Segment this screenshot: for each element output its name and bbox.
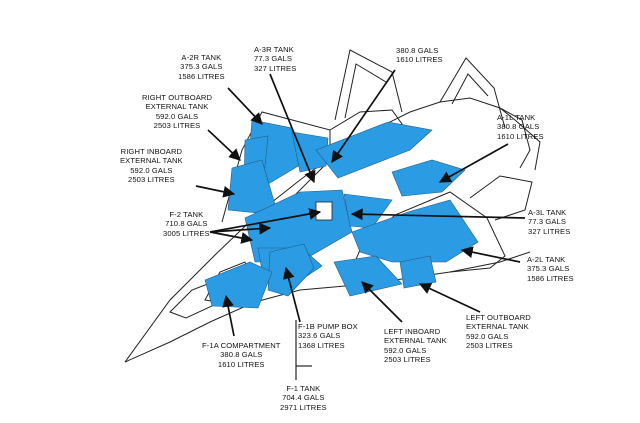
arrow-a2l bbox=[460, 246, 521, 263]
arrow-top bbox=[331, 69, 396, 163]
arrow-a1l bbox=[438, 143, 509, 183]
leader-arrows bbox=[195, 69, 526, 337]
left-outboard-ext-tank-shape bbox=[399, 255, 437, 289]
label-a3l-tank: A-3L TANK 77.3 GALS 327 LITRES bbox=[528, 208, 570, 236]
label-f1a-title: F-1A COMPARTMENT bbox=[202, 341, 281, 350]
f1a-compartment-shape bbox=[204, 261, 273, 309]
label-f1b-litres: 1368 LITRES bbox=[298, 340, 345, 350]
label-f1b-pump-box: F-1B PUMP BOX 323.6 GALS 1368 LITRES bbox=[298, 322, 358, 350]
label-f2-tank: F-2 TANK 710.8 GALS 3005 LITRES bbox=[163, 210, 210, 238]
arrow-f2-c bbox=[209, 231, 254, 244]
label-f1b-gals: 323.6 GALS bbox=[298, 331, 341, 341]
label-lib-subtitle: EXTERNAL TANK bbox=[384, 336, 447, 346]
label-f1a-gals: 380.8 GALS bbox=[220, 350, 263, 360]
label-right-outboard-tank: RIGHT OUTBOARD EXTERNAL TANK 592.0 GALS … bbox=[142, 93, 212, 131]
label-a2r-gals: 375.3 GALS bbox=[180, 62, 223, 72]
right-vertical-tail bbox=[334, 49, 403, 121]
arrow-rob bbox=[207, 129, 241, 161]
arrow-f2-a bbox=[209, 208, 322, 233]
label-f1-title: F-1 TANK bbox=[286, 384, 321, 393]
nozzle-outline bbox=[499, 107, 541, 171]
label-a3r-tank: A-3R TANK 77.3 GALS 327 LITRES bbox=[254, 45, 296, 73]
label-a2r-title: A-2R TANK bbox=[181, 53, 222, 62]
label-lib-title: LEFT INBOARD bbox=[384, 327, 441, 336]
arrow-lib bbox=[361, 281, 403, 323]
arrow-f1b bbox=[282, 266, 301, 323]
upper-tank-shape bbox=[315, 121, 433, 179]
label-f1a-litres: 1610 LITRES bbox=[217, 359, 265, 369]
right-vertical-tail-inner bbox=[344, 63, 387, 119]
label-a2l-gals: 375.3 GALS bbox=[527, 264, 570, 274]
label-a2l-tank: A-2L TANK 375.3 GALS 1586 LITRES bbox=[527, 255, 574, 283]
label-f1a-compartment: F-1A COMPARTMENT 380.8 GALS 1610 LITRES bbox=[202, 341, 281, 369]
fuselage-lower-outline bbox=[124, 251, 531, 363]
a3r-tank-shape bbox=[291, 131, 329, 173]
label-rib-litres: 2503 LITRES bbox=[128, 175, 175, 185]
label-a2l-title: A-2L TANK bbox=[527, 255, 566, 264]
label-a3r-gals: 77.3 GALS bbox=[254, 54, 293, 64]
label-rob-subtitle: EXTERNAL TANK bbox=[145, 102, 209, 112]
label-f2-litres: 3005 LITRES bbox=[163, 228, 210, 238]
arrow-rib bbox=[195, 185, 236, 198]
arrow-f1a bbox=[222, 294, 235, 337]
label-upper-litres: 1610 LITRES bbox=[396, 55, 443, 65]
label-upper-gals: 380.8 GALS bbox=[396, 46, 439, 55]
label-lib-litres: 2503 LITRES bbox=[384, 355, 431, 365]
label-f2-gals: 710.8 GALS bbox=[165, 219, 208, 229]
label-lib-gals: 592.0 GALS bbox=[384, 345, 427, 355]
label-a1l-tank: A-1L TANK 380.8 GALS 1610 LITRES bbox=[497, 113, 544, 141]
label-a2r-litres: 1586 LITRES bbox=[178, 71, 225, 81]
a1l-tank-shape bbox=[391, 159, 466, 197]
arrow-f2-b bbox=[209, 222, 272, 235]
label-rob-litres: 2503 LITRES bbox=[153, 121, 201, 131]
label-lob-gals: 592.0 GALS bbox=[466, 331, 509, 341]
label-rib-title: RIGHT INBOARD bbox=[120, 147, 183, 156]
label-a1l-title: A-1L TANK bbox=[497, 113, 536, 122]
left-stabilizer bbox=[469, 175, 533, 221]
label-a2r-tank: A-2R TANK 375.3 GALS 1586 LITRES bbox=[178, 53, 225, 81]
label-a3l-litres: 327 LITRES bbox=[528, 226, 571, 236]
arrow-a3l bbox=[350, 208, 526, 221]
arrow-a2r bbox=[227, 87, 263, 125]
label-a1l-gals: 380.8 GALS bbox=[497, 122, 540, 132]
label-rib-subtitle: EXTERNAL TANK bbox=[120, 156, 183, 166]
label-lob-litres: 2503 LITRES bbox=[466, 341, 513, 351]
label-left-inboard-tank: LEFT INBOARD EXTERNAL TANK 592.0 GALS 25… bbox=[384, 327, 447, 365]
label-f2-title: F-2 TANK bbox=[169, 210, 204, 219]
label-f1b-title: F-1B PUMP BOX bbox=[298, 322, 358, 331]
label-rib-gals: 592.0 GALS bbox=[130, 165, 173, 175]
label-a2l-litres: 1586 LITRES bbox=[527, 273, 574, 283]
fuel-sump-box bbox=[315, 201, 333, 221]
label-a3r-title: A-3R TANK bbox=[254, 45, 294, 54]
label-a3r-litres: 327 LITRES bbox=[254, 63, 297, 73]
f1-bracket bbox=[295, 320, 312, 380]
arrow-lob bbox=[418, 283, 481, 313]
label-rob-title: RIGHT OUTBOARD bbox=[142, 93, 213, 102]
label-upper-tank: 380.8 GALS 1610 LITRES bbox=[396, 46, 443, 65]
arrow-a3r bbox=[269, 73, 316, 184]
label-f1-litres: 2971 LITRES bbox=[280, 402, 327, 412]
label-f1-tank: F-1 TANK 704.4 GALS 2971 LITRES bbox=[280, 384, 327, 412]
left-vertical-tail-inner bbox=[451, 73, 489, 105]
label-f1-gals: 704.4 GALS bbox=[282, 393, 325, 403]
left-vertical-tail bbox=[439, 57, 506, 129]
label-a1l-litres: 1610 LITRES bbox=[497, 131, 544, 141]
label-rob-gals: 592.0 GALS bbox=[155, 111, 199, 121]
label-a3l-gals: 77.3 GALS bbox=[528, 217, 567, 227]
label-lob-title: LEFT OUTBOARD bbox=[466, 313, 531, 322]
label-left-outboard-tank: LEFT OUTBOARD EXTERNAL TANK 592.0 GALS 2… bbox=[466, 313, 531, 351]
label-right-inboard-tank: RIGHT INBOARD EXTERNAL TANK 592.0 GALS 2… bbox=[120, 147, 183, 185]
label-lob-subtitle: EXTERNAL TANK bbox=[466, 322, 529, 332]
left-inboard-ext-tank-shape bbox=[333, 255, 403, 297]
label-a3l-title: A-3L TANK bbox=[528, 208, 567, 217]
